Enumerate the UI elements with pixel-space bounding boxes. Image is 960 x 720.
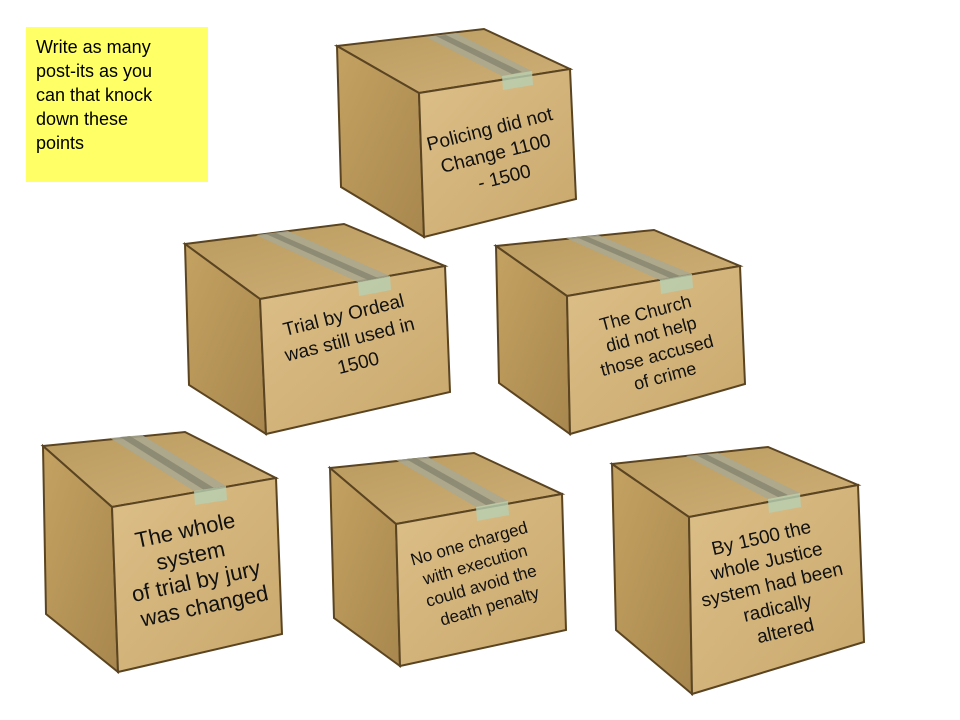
box-ordeal: Trial by Ordeal was still used in 1500 <box>182 222 452 436</box>
tape-flap <box>502 71 533 90</box>
tape-stripe <box>120 436 214 490</box>
tape-flap <box>768 493 801 513</box>
note-line: Write as many <box>36 37 151 57</box>
tape-stripe <box>266 233 378 280</box>
instruction-sticky-note: Write as many post-its as you can that k… <box>26 27 208 182</box>
note-line: can that knock <box>36 85 153 105</box>
tape-flap <box>194 486 227 505</box>
tape-flap <box>660 274 693 294</box>
tape-stripe <box>576 236 680 278</box>
note-line: down these <box>36 109 129 129</box>
box-policing: Policing did not Change 1100 - 1500 <box>333 27 578 239</box>
tape-flap <box>358 276 391 296</box>
note-line: points <box>36 133 85 153</box>
box-execution: No one charged with execution could avoi… <box>327 451 568 669</box>
tape-stripe <box>406 458 496 505</box>
box-church: The Church did not help those accused of… <box>493 228 747 436</box>
tape-flap <box>476 501 509 521</box>
box-justice: By 1500 the whole Justice system had bee… <box>609 445 866 697</box>
tape-stripe <box>436 35 522 74</box>
box-front <box>687 483 866 696</box>
tape-stripe <box>696 454 788 497</box>
box-jury: The whole system of trial by jury was ch… <box>40 430 284 675</box>
note-line: post-its as you <box>36 61 153 81</box>
